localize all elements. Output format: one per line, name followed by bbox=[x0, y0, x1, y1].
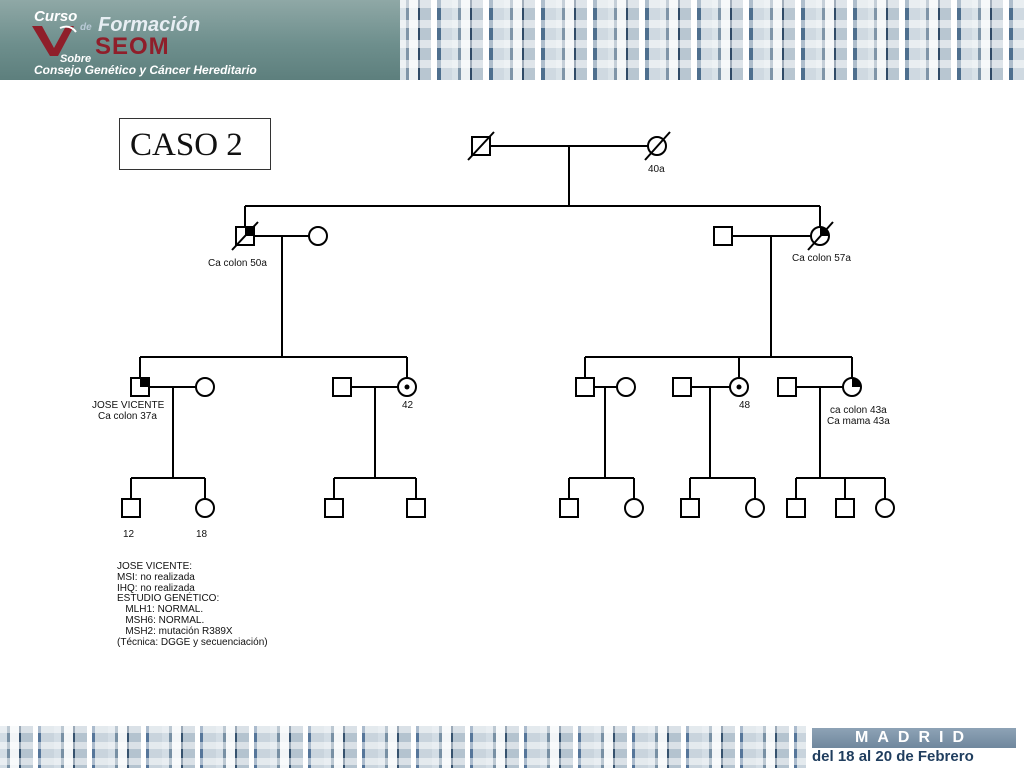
aunt-affected-deceased-circle bbox=[807, 221, 834, 251]
v-logo-icon bbox=[32, 25, 77, 56]
sister-42-couple: 42 bbox=[332, 377, 417, 478]
logo-curso-text: Curso bbox=[34, 8, 78, 25]
cousin-3-couple: ca colon 43a Ca mama 43a bbox=[777, 377, 890, 478]
uncle-diagnosis-label: Ca colon 50a bbox=[208, 258, 267, 269]
nephew-square-1 bbox=[324, 498, 344, 518]
logo-subtitle-text: Consejo Genético y Cáncer Hereditario bbox=[34, 63, 257, 77]
logo-sobre-text: Sobre bbox=[60, 53, 92, 65]
footer-banner: MADRID del 18 al 20 de Febrero bbox=[0, 726, 1024, 768]
proband-spouse-circle bbox=[195, 377, 215, 397]
carrier-age-label-48: 48 bbox=[739, 400, 751, 411]
case-title-box: CASO 2 bbox=[119, 118, 271, 170]
cousin-2-daughter-circle bbox=[745, 498, 765, 518]
nephew-square-2 bbox=[406, 498, 426, 518]
cousin-3-daughter-circle bbox=[875, 498, 895, 518]
genetic-study-notes: JOSE VICENTE: MSI: no realizada IHQ: no … bbox=[117, 561, 377, 648]
city-text: MADRID bbox=[855, 729, 973, 746]
header-stripes-decoration bbox=[400, 0, 1024, 80]
notes-line: (Técnica: DGGE y secuenciación) bbox=[117, 636, 268, 648]
footer-stripes-decoration bbox=[0, 726, 806, 768]
cousin-2-couple: 48 bbox=[672, 377, 751, 478]
grandfather-deceased-square bbox=[467, 131, 495, 161]
child-age-label-12: 12 bbox=[123, 529, 135, 540]
cousin-3-son-square-2 bbox=[835, 498, 855, 518]
cousin-3-affected-circle bbox=[842, 377, 862, 397]
carrier-circle-48 bbox=[729, 377, 749, 397]
aunt-diagnosis-label: Ca colon 57a bbox=[792, 253, 851, 264]
generation-4: 12 18 bbox=[121, 477, 895, 540]
proband-diagnosis-label: Ca colon 37a bbox=[98, 411, 157, 422]
aunt-spouse-square bbox=[713, 226, 733, 246]
cousin-3-son-square-1 bbox=[786, 498, 806, 518]
logo-formacion-text: Formación bbox=[98, 14, 201, 36]
cousin-2-spouse-square bbox=[672, 377, 692, 397]
generation-1: 40a bbox=[467, 131, 671, 206]
brother-in-law-square bbox=[332, 377, 352, 397]
notes-line: IHQ: no realizada bbox=[117, 582, 195, 594]
notes-line: ESTUDIO GENÉTICO: bbox=[117, 593, 220, 605]
proband-daughter-circle bbox=[195, 498, 215, 518]
carrier-age-label-42: 42 bbox=[402, 400, 414, 411]
generation-2-left: Ca colon 50a bbox=[208, 221, 328, 357]
cousin-3-spouse-square bbox=[777, 377, 797, 397]
cousin-1-son-square bbox=[559, 498, 579, 518]
notes-line: MSH2: mutación R389X bbox=[117, 625, 233, 637]
proband-name-label: JOSE VICENTE bbox=[92, 400, 165, 411]
child-age-label-18: 18 bbox=[196, 529, 208, 540]
notes-line: MLH1: NORMAL. bbox=[117, 604, 204, 616]
notes-line: MSH6: NORMAL. bbox=[117, 614, 205, 626]
logo-de-text: de bbox=[80, 22, 92, 33]
city-bar: MADRID bbox=[812, 728, 1016, 748]
uncle-spouse-circle bbox=[308, 226, 328, 246]
proband-affected-square bbox=[130, 377, 150, 397]
cousin-3-diagnosis-label-1: ca colon 43a bbox=[830, 405, 887, 416]
carrier-circle-42 bbox=[397, 377, 417, 397]
cousin-1-couple bbox=[575, 377, 636, 478]
proband-son-square bbox=[121, 498, 141, 518]
cousin-3-diagnosis-label-2: Ca mama 43a bbox=[827, 416, 890, 427]
event-dates-text: del 18 al 20 de Febrero bbox=[812, 748, 974, 765]
grandmother-age-label: 40a bbox=[648, 164, 665, 175]
footer-event-info: MADRID del 18 al 20 de Febrero bbox=[806, 726, 1024, 768]
cousin-2-son-square bbox=[680, 498, 700, 518]
header-banner: Curso de Formación SEOM Sobre Consejo Ge… bbox=[0, 0, 1024, 80]
notes-line: JOSE VICENTE: bbox=[117, 561, 193, 572]
logo-seom-text: SEOM bbox=[95, 33, 170, 60]
uncle-affected-deceased-square bbox=[231, 221, 259, 251]
notes-line: MSI: no realizada bbox=[117, 571, 195, 583]
proband-couple: JOSE VICENTE Ca colon 37a bbox=[92, 377, 215, 478]
cousin-1-spouse-circle bbox=[616, 377, 636, 397]
course-logo: Curso de Formación SEOM Sobre Consejo Ge… bbox=[0, 0, 400, 80]
cousin-1-daughter-circle bbox=[624, 498, 644, 518]
grandmother-deceased-circle bbox=[644, 131, 671, 161]
generation-2-right: Ca colon 57a bbox=[713, 221, 851, 357]
cousin-1-square bbox=[575, 377, 595, 397]
